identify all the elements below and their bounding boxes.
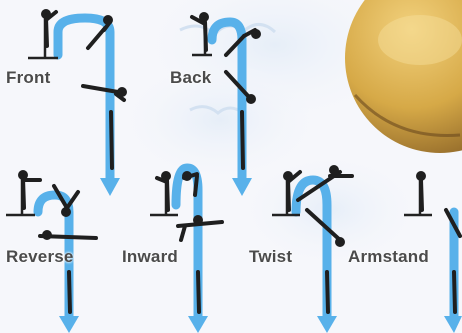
dive-label-inward: Inward	[122, 247, 178, 267]
arrow-head	[317, 316, 337, 333]
arrow-head	[100, 178, 120, 196]
dive-front	[28, 11, 125, 196]
diver-figure	[157, 173, 222, 312]
arrow-head	[232, 178, 252, 196]
diver-figure	[20, 172, 96, 312]
dive-path-arrow	[58, 18, 110, 180]
dive-label-twist: Twist	[249, 247, 292, 267]
dive-label-front: Front	[6, 68, 50, 88]
dive-label-reverse: Reverse	[6, 247, 74, 267]
dive-label-armstand: Armstand	[348, 247, 429, 267]
arrow-head	[188, 316, 208, 333]
arrow-head	[59, 316, 79, 333]
dive-label-back: Back	[170, 68, 211, 88]
arrow-head	[444, 316, 462, 333]
ball-decoration	[345, 0, 462, 153]
